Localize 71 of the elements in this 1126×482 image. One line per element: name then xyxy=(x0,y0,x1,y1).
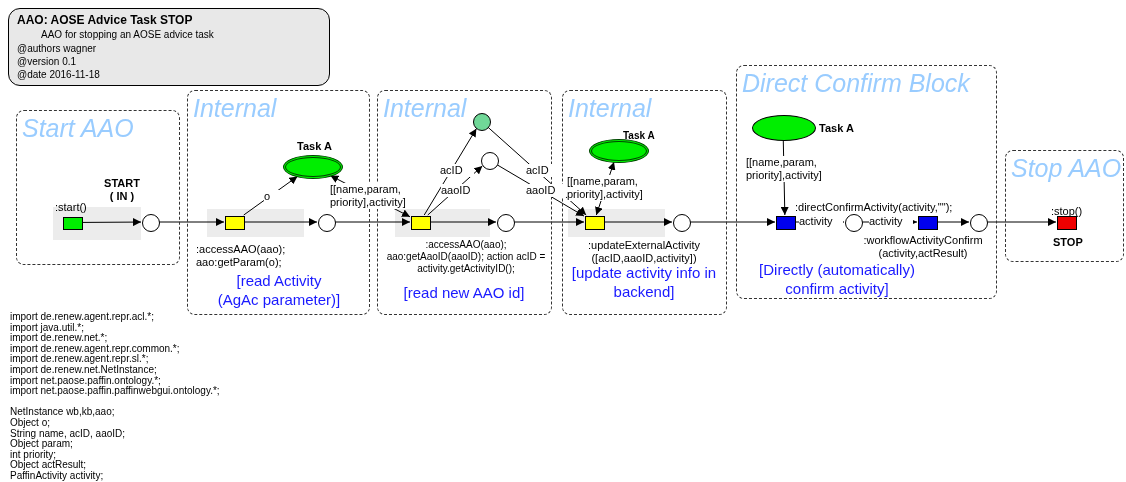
header-meta: @version 0.1 xyxy=(17,55,78,68)
code-line: import net.paose.paffin.ontology.*; xyxy=(10,375,161,387)
group-title: Internal xyxy=(383,93,467,123)
arrow xyxy=(603,218,673,226)
group-note: [update activity info in backend] xyxy=(570,264,718,301)
header-title: AAO: AOSE Advice Task STOP xyxy=(17,13,194,28)
task-ellipse xyxy=(752,115,816,141)
group-frame xyxy=(1005,150,1124,262)
code-line: Object actResult; xyxy=(10,460,87,471)
node-label: :updateExternalActivity ([acID,aaoID,activity]) xyxy=(587,239,701,265)
group-title: Stop AAO xyxy=(1011,153,1122,183)
code-line: import de.renew.agent.repr.common.*; xyxy=(10,343,181,355)
transition-box xyxy=(918,216,938,230)
node-label: Task A xyxy=(819,121,855,136)
transition-box xyxy=(1057,216,1077,230)
code-line: String name, acID, aaoID; xyxy=(10,428,127,440)
arrow xyxy=(158,218,225,226)
transition-box xyxy=(585,216,605,230)
node-label: :accessAAO(aao); aao:getParam(o); xyxy=(196,243,287,269)
edge-label: aaoID xyxy=(526,184,566,197)
code-line: Object param; xyxy=(10,439,73,450)
transition-box xyxy=(776,216,796,230)
code-line: Object o; xyxy=(10,417,52,429)
start-label: START ( IN ) xyxy=(103,177,141,203)
node-label: :directConfirmActivity(activity,""); xyxy=(795,200,954,215)
group-note: [read new AAO id] xyxy=(402,283,526,302)
header-card xyxy=(8,8,330,86)
group-note: [Directly (automatically) confirm activity] xyxy=(758,260,916,298)
arrow xyxy=(429,218,497,226)
transition-box xyxy=(411,216,431,230)
code-line: import de.renew.net.*; xyxy=(10,333,108,344)
edge-label: activity xyxy=(869,215,913,228)
task-ellipse xyxy=(283,155,343,179)
group-title: Direct Confirm Block xyxy=(742,68,970,98)
node-label: :stop() xyxy=(1051,204,1084,219)
arrow xyxy=(81,218,142,227)
arrow xyxy=(689,218,776,226)
group-title: Internal xyxy=(568,93,652,123)
node-label: Task A xyxy=(623,129,656,143)
group-note: [read Activity (AgAc parameter)] xyxy=(217,271,341,309)
group-frame xyxy=(16,110,180,265)
group-title: Internal xyxy=(193,93,277,123)
arrow xyxy=(243,218,318,226)
arrow xyxy=(513,218,585,226)
header-meta: @date 2016-11-18 xyxy=(17,68,101,81)
code-line: int priority; xyxy=(10,449,57,461)
arrow xyxy=(986,218,1057,226)
arrow xyxy=(243,176,298,216)
node-label: Task A xyxy=(297,139,333,154)
code-line: import java.util.*; xyxy=(10,322,84,334)
edge-label: o xyxy=(264,190,280,203)
edge-label: activity xyxy=(799,215,843,228)
code-line: import de.renew.agent.repr.acl.*; xyxy=(10,312,155,323)
edge-label: acID xyxy=(440,164,474,177)
group-title: Start AAO xyxy=(22,113,134,143)
code-line: import de.renew.net.NetInstance; xyxy=(10,364,157,376)
code-line: import de.renew.agent.repr.sl.*; xyxy=(10,354,149,365)
task-ellipse xyxy=(589,139,649,163)
code-line: NetInstance wb,kb,aao; xyxy=(10,407,116,418)
arrow xyxy=(936,218,970,226)
header-meta: @authors wagner xyxy=(17,42,98,55)
transition-box xyxy=(225,216,245,230)
code-line: import net.paose.paffin.paffinwebgui.ontology.*; xyxy=(10,386,220,397)
arrow xyxy=(334,218,411,226)
node-label: STOP xyxy=(1053,235,1084,250)
node-label: :accessAAO(aao); aao:getAaoID(aaoID); action acID = activity.getActivityID(); xyxy=(385,239,547,275)
transition-box xyxy=(63,217,83,230)
header-subtitle: AAO for stopping an AOSE advice task xyxy=(40,28,215,42)
code-line: PaffinActivity activity; xyxy=(10,470,105,482)
node-label: :start() xyxy=(55,200,88,215)
node-label: :workflowActivityConfirm (activity,actResult) xyxy=(862,234,984,260)
